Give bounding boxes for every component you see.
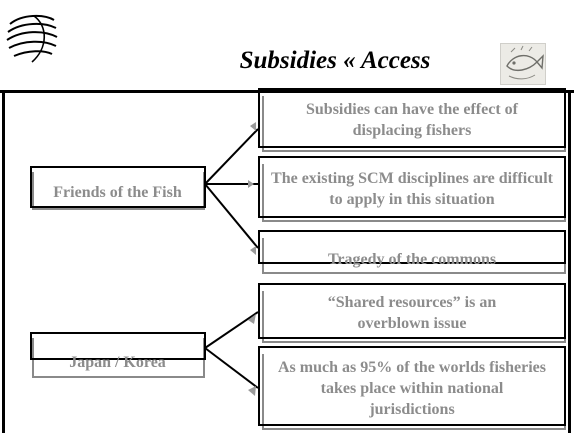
wto-globe-logo-icon	[6, 14, 58, 63]
connector-line	[204, 347, 259, 389]
group-label-box: Friends of the Fish	[30, 166, 206, 210]
connector-line	[204, 311, 259, 349]
group-label: Friends of the Fish	[53, 183, 182, 201]
header-divider	[0, 90, 574, 93]
left-border	[2, 92, 5, 433]
connector-arrowhead	[248, 180, 254, 188]
group-label-box: Japan / Korea	[30, 332, 206, 378]
point-box: Subsidies can have the effect of displac…	[258, 88, 566, 152]
slide-title: Subsidies « Access	[239, 47, 431, 74]
fish-illustration-icon	[500, 43, 546, 85]
point-text: The existing SCM disciplines are difficu…	[271, 170, 553, 208]
group-label: Japan / Korea	[69, 353, 166, 371]
point-box: Tragedy of the commons	[258, 230, 566, 274]
point-box: As much as 95% of the worlds fisheries t…	[258, 346, 566, 430]
point-text: Tragedy of the commons	[327, 250, 497, 268]
point-box: “Shared resources” is an overblown issue	[258, 283, 566, 343]
connector-line	[204, 128, 259, 185]
connector-arrowhead	[250, 122, 256, 131]
point-text: As much as 95% of the worlds fisheries t…	[278, 358, 546, 418]
connector-line	[204, 183, 259, 249]
connector-arrowhead	[248, 386, 256, 396]
point-text: “Shared resources” is an overblown issue	[327, 294, 497, 332]
connector-arrowhead	[250, 246, 256, 255]
connector-arrowhead	[248, 314, 256, 324]
point-text: Subsidies can have the effect of displac…	[306, 101, 518, 139]
point-box: The existing SCM disciplines are difficu…	[258, 156, 566, 222]
right-border	[568, 92, 571, 433]
